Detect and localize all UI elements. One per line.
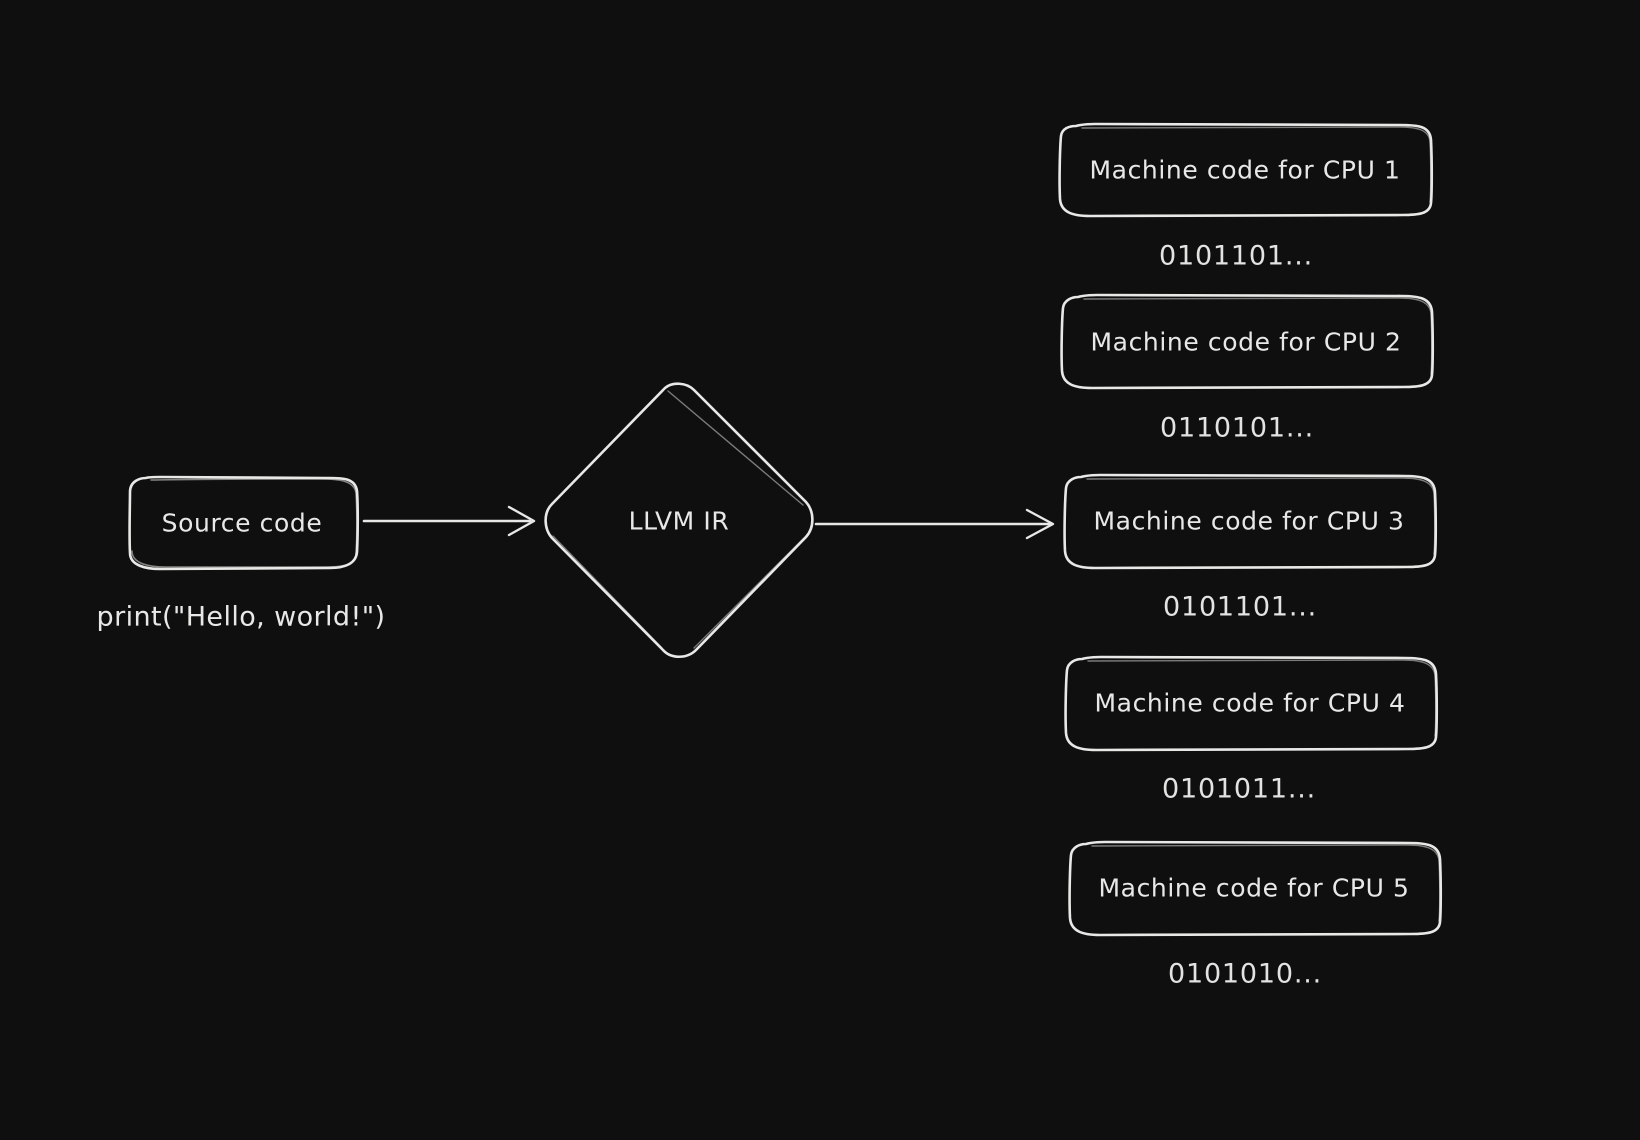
cpu-1-binary-caption: 0101101... bbox=[1159, 240, 1313, 272]
cpu-4-binary-caption: 0101011... bbox=[1162, 773, 1316, 805]
source-code-snippet-caption: print("Hello, world!") bbox=[96, 601, 386, 633]
cpu-1-label: Machine code for CPU 1 bbox=[1089, 155, 1401, 185]
llvm-ir-label: LLVM IR bbox=[628, 506, 730, 536]
cpu-3-binary-caption: 0101101... bbox=[1163, 591, 1317, 623]
cpu-2-binary-caption: 0110101... bbox=[1160, 412, 1314, 444]
cpu-5-binary-caption: 0101010... bbox=[1168, 958, 1322, 990]
cpu-3-label: Machine code for CPU 3 bbox=[1093, 506, 1405, 536]
source-code-label: Source code bbox=[161, 508, 323, 538]
arrow-source-to-ir[interactable] bbox=[364, 508, 538, 536]
arrow-ir-to-targets[interactable] bbox=[816, 511, 1058, 539]
cpu-5-label: Machine code for CPU 5 bbox=[1098, 873, 1410, 903]
cpu-4-label: Machine code for CPU 4 bbox=[1094, 688, 1406, 718]
cpu-2-label: Machine code for CPU 2 bbox=[1090, 327, 1402, 357]
